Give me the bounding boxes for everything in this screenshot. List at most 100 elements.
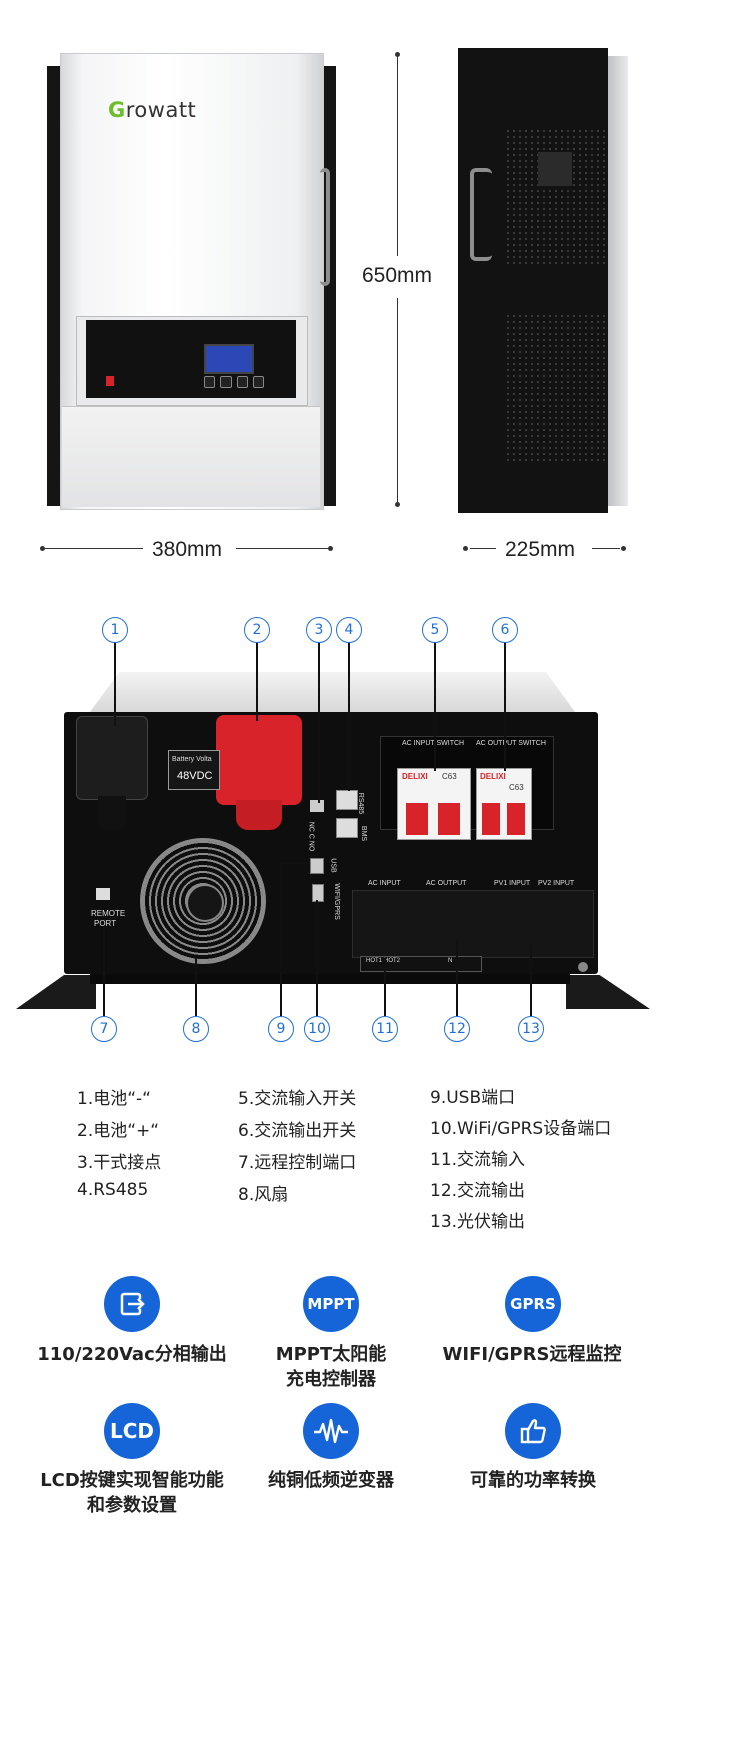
leader-9 [280, 862, 282, 1016]
feature-split-phase-icon [104, 1276, 160, 1332]
depth-label: 225mm [505, 538, 576, 561]
leader-8 [195, 958, 197, 1016]
ac-output-breaker-lever-2[interactable] [507, 803, 525, 835]
ac-input-breaker[interactable]: DELIXI C63 [397, 768, 471, 840]
ac-input-breaker-lever-2[interactable] [438, 803, 460, 835]
lcd-badge-icon: LCD [109, 1419, 155, 1443]
remote-port[interactable] [96, 888, 110, 900]
feature-reliability-icon [505, 1403, 561, 1459]
battery-positive-terminal[interactable] [216, 715, 302, 805]
battery-negative-terminal [76, 716, 148, 800]
callout-4: 4 [336, 617, 362, 643]
brand-logo: Growatt [108, 98, 196, 122]
leader-3 [318, 641, 320, 803]
leader-7 [103, 928, 105, 1016]
leader-10 [316, 900, 318, 1016]
battery-voltage-label: Battery Volta [172, 756, 212, 763]
terminal-pv1-label: PV1 INPUT [494, 880, 531, 887]
panel-button-1[interactable] [204, 376, 216, 388]
leader-2 [256, 641, 258, 721]
wifi-gprs-port[interactable] [312, 884, 324, 902]
usb-port[interactable] [310, 858, 324, 874]
width-dot-right [328, 546, 333, 551]
height-line-top [397, 56, 398, 256]
callout-8: 8 [183, 1016, 209, 1042]
ground-screw-icon [578, 962, 588, 972]
parts-list-10: 10.WiFi/GPRS设备端口 [430, 1119, 612, 1139]
gprs-badge-icon: GPRS [510, 1295, 556, 1313]
depth-dot-left [463, 546, 468, 551]
battery-voltage-value: 48VDC [177, 770, 213, 782]
side-handle-front [320, 168, 330, 286]
remote-port-label-2: PORT [94, 919, 117, 928]
callout-1: 1 [102, 617, 128, 643]
feature-split-phase-text: 110/220Vac分相输出 [37, 1344, 227, 1365]
panel-button-3[interactable] [236, 376, 248, 388]
callout-12: 12 [444, 1016, 470, 1042]
terminal-label-strip [360, 956, 482, 972]
height-dot-bottom [395, 502, 400, 507]
parts-list-2: 2.电池“+“ [77, 1121, 160, 1141]
parts-list-11: 11.交流输入 [430, 1150, 526, 1170]
fan-hub [186, 884, 224, 922]
ac-output-breaker[interactable]: DELIXI C63 [476, 768, 532, 840]
back-top-cover [90, 672, 575, 712]
waveform-icon [314, 1418, 348, 1444]
leader-9-arm [280, 862, 310, 864]
depth-dot-right [621, 546, 626, 551]
bms-label: BMS [360, 825, 368, 842]
width-line-left [45, 548, 143, 549]
bms-port[interactable] [336, 818, 358, 838]
power-switch-icon [106, 376, 114, 386]
ac-output-switch-label: AC OUTPUT SWITCH [476, 740, 546, 747]
parts-list-1: 1.电池“-“ [77, 1089, 151, 1109]
wifi-gprs-label: WIFI/GPRS [332, 883, 340, 920]
breaker-brand-2: DELIXI [480, 772, 506, 781]
panel-button-4[interactable] [252, 376, 264, 388]
depth-line-left [470, 548, 496, 549]
remote-port-label-1: REMOTE [91, 909, 126, 918]
lcd-screen [204, 344, 254, 374]
parts-list-8: 8.风扇 [238, 1185, 289, 1205]
ac-input-switch-label: AC INPUT SWITCH [402, 740, 465, 747]
feature-lcd-icon: LCD [104, 1403, 160, 1459]
height-label: 650mm [362, 264, 433, 287]
width-line-right [236, 548, 328, 549]
callout-2: 2 [244, 617, 270, 643]
leader-11 [384, 958, 386, 1016]
terminal-ac-input-label: AC INPUT [368, 880, 401, 887]
rs485-port[interactable] [336, 790, 358, 810]
callout-11: 11 [372, 1016, 398, 1042]
callout-3: 3 [306, 617, 332, 643]
callout-9: 9 [268, 1016, 294, 1042]
parts-list-9: 9.USB端口 [430, 1088, 516, 1108]
upper-vent-block [538, 152, 572, 186]
control-panel [86, 320, 296, 398]
bottom-rail [90, 974, 570, 984]
nc-c-no-label: NC C NO [307, 821, 315, 852]
dry-contact-terminal[interactable] [310, 800, 324, 812]
leader-6 [504, 641, 506, 771]
callout-13: 13 [518, 1016, 544, 1042]
feature-gprs-text: WIFI/GPRS远程监控 [442, 1344, 622, 1365]
feature-inverter-icon [303, 1403, 359, 1459]
breaker-brand-1: DELIXI [402, 772, 428, 781]
side-handle [470, 168, 492, 261]
panel-button-2[interactable] [220, 376, 232, 388]
parts-list-6: 6.交流输出开关 [238, 1121, 357, 1141]
height-line-bottom [397, 298, 398, 504]
ac-input-breaker-lever-1[interactable] [406, 803, 428, 835]
front-lower-cover [62, 406, 320, 507]
parts-list-7: 7.远程控制端口 [238, 1153, 357, 1173]
feature-mppt-icon: MPPT [303, 1276, 359, 1332]
side-front-edge [608, 56, 628, 506]
feature-lcd-text: LCD按键实现智能功能 和参数设置 [40, 1470, 224, 1516]
output-arrow-icon [120, 1292, 145, 1316]
terminal-pv2-label: PV2 INPUT [538, 880, 575, 887]
parts-list-5: 5.交流输入开关 [238, 1089, 357, 1109]
logo-g: G [108, 98, 126, 122]
leader-4 [348, 641, 350, 791]
feature-reliability-text: 可靠的功率转换 [470, 1470, 596, 1491]
parts-list-3: 3.干式接点 [77, 1153, 162, 1173]
ac-output-breaker-lever-1[interactable] [482, 803, 500, 835]
